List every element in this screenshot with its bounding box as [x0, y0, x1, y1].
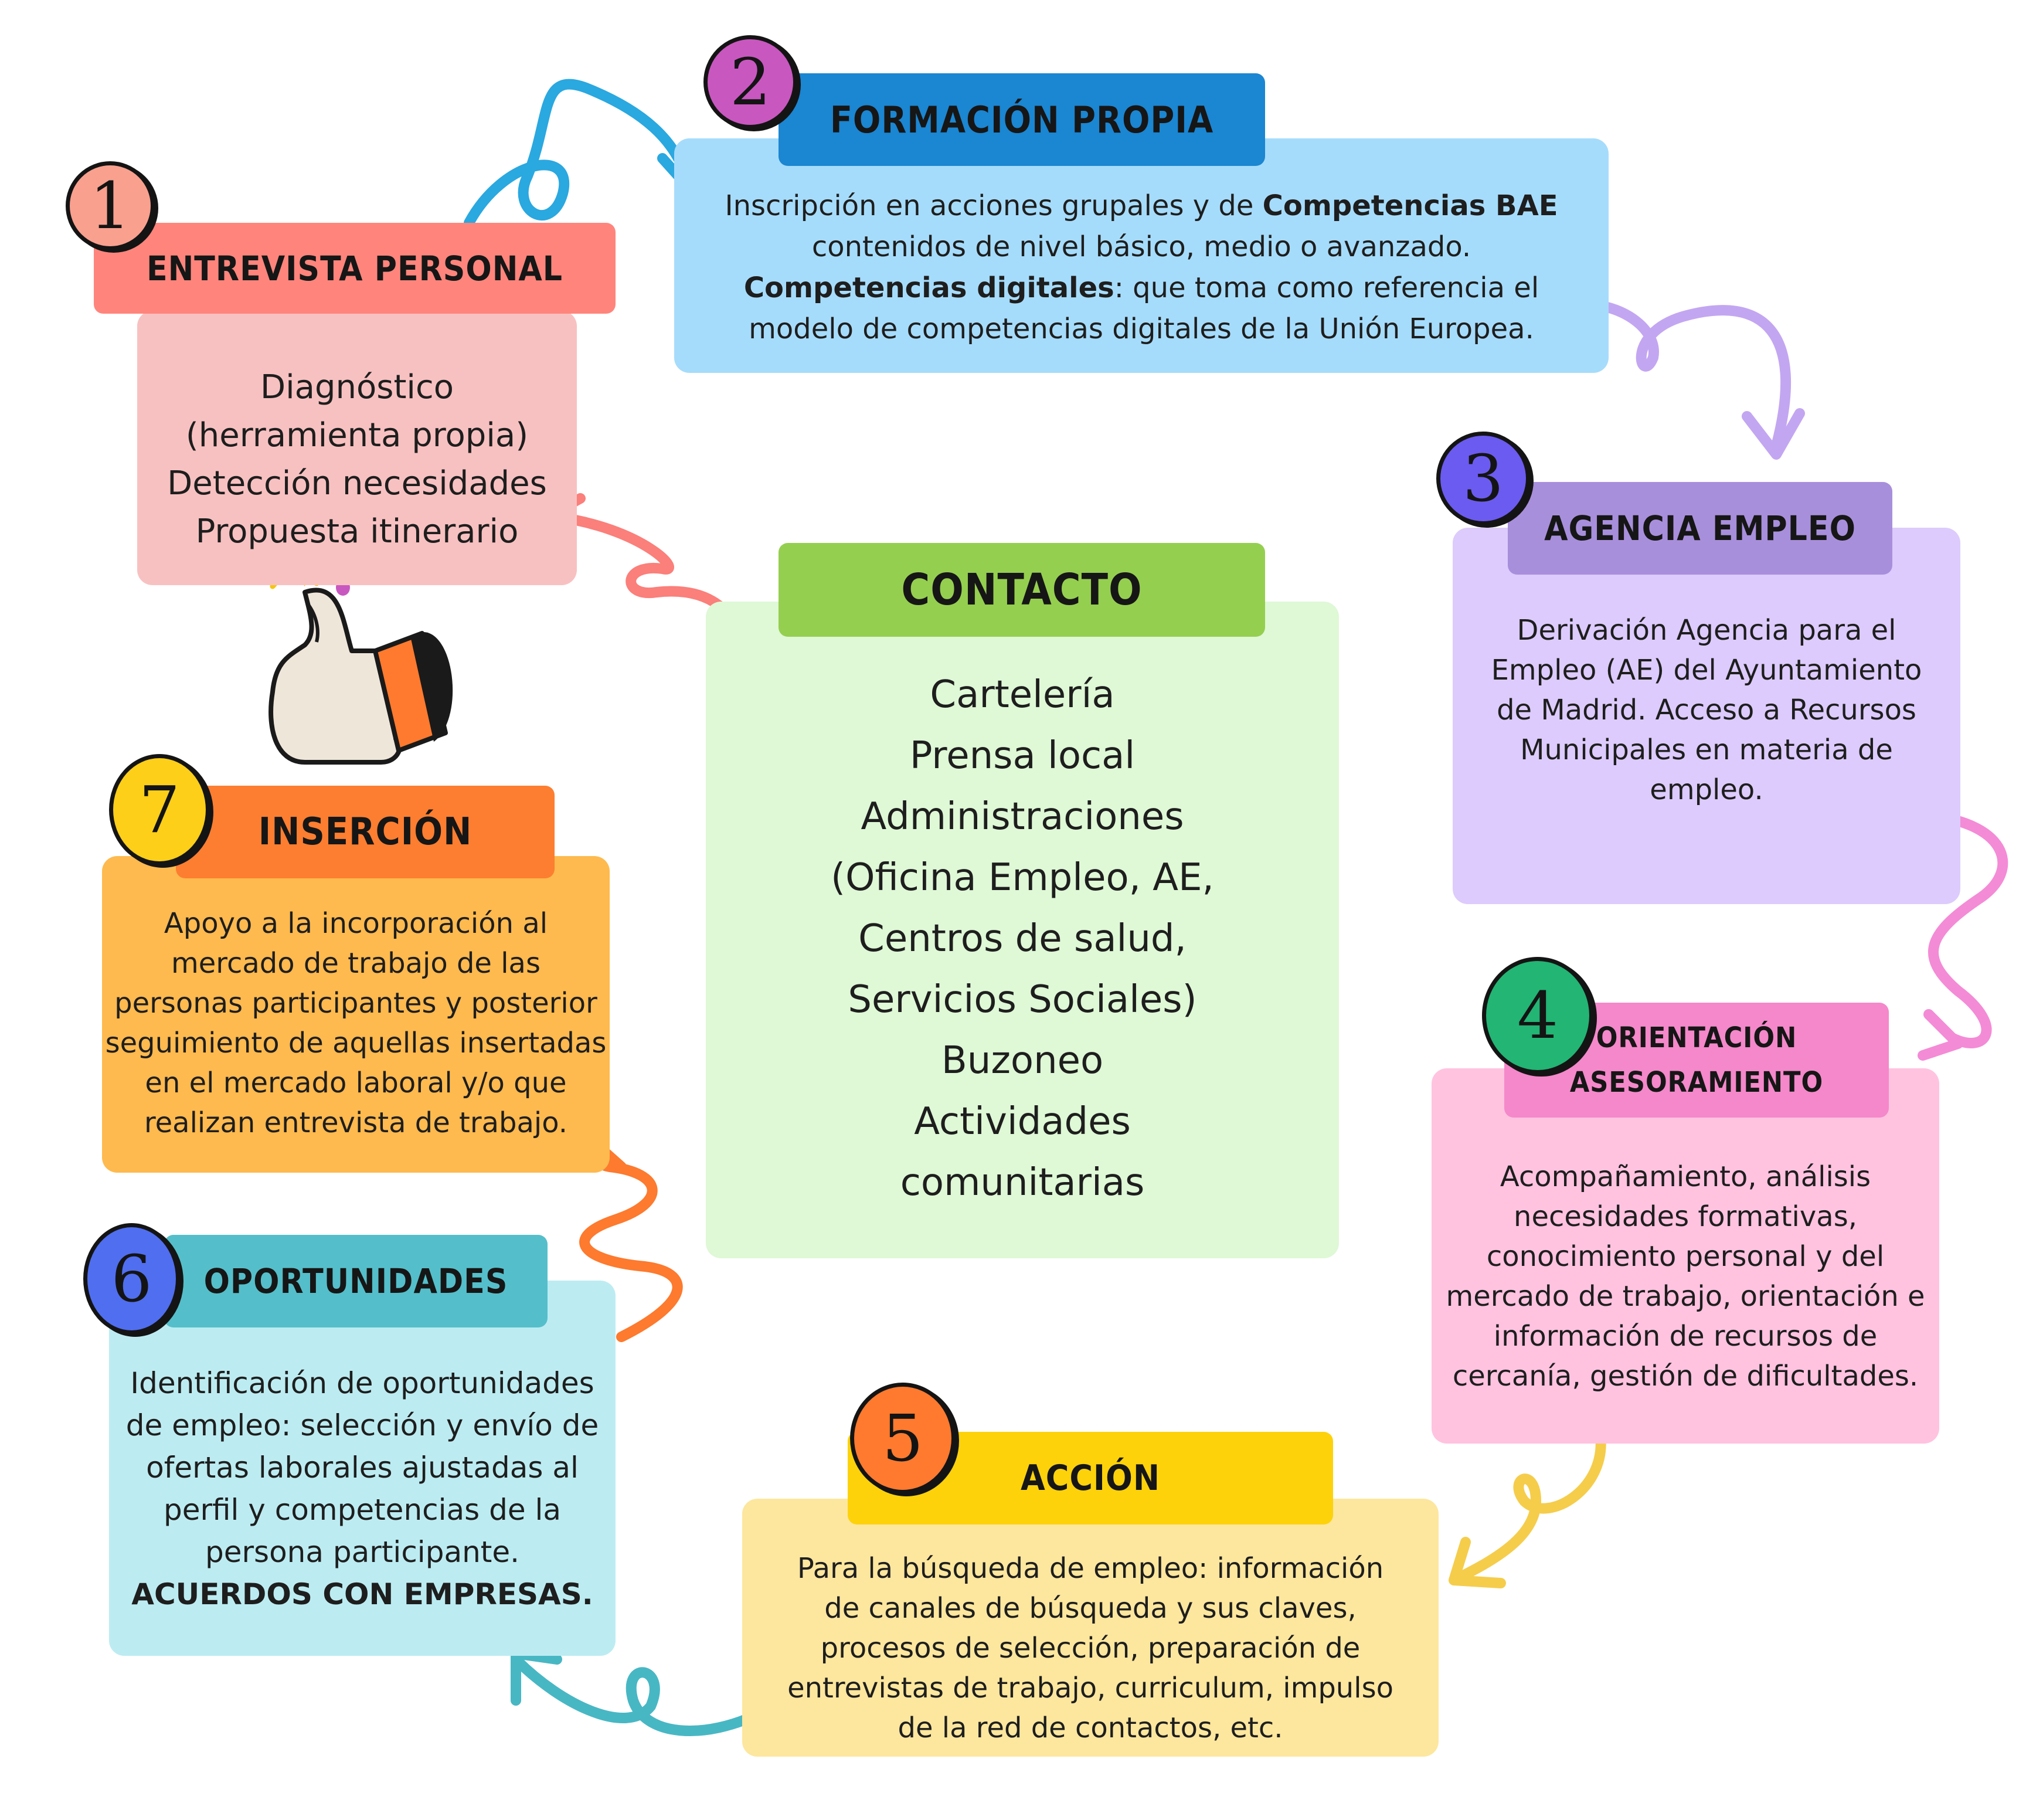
contact-body: Cartelería Prensa local Administraciones… [706, 602, 1339, 1258]
step-3-line: Derivación Agencia para el [1517, 614, 1896, 647]
step-1-line: Detección necesidades [167, 464, 547, 502]
step-7-line: mercado de trabajo de las [171, 947, 541, 980]
step-3-badge: 3 [1436, 432, 1530, 525]
step-4-badge: 4 [1482, 957, 1593, 1074]
step-1-line: Diagnóstico [260, 368, 454, 406]
curly-arrow-icon [579, 1138, 683, 1342]
step-2-line: contenidos de nivel básico, medio o avan… [811, 230, 1471, 263]
contact-line: Buzoneo [941, 1039, 1104, 1082]
step-1-title: ENTREVISTA PERSONAL [146, 248, 563, 288]
step-2-badge: 2 [703, 35, 797, 129]
contact-header: CONTACTO [779, 543, 1265, 637]
step-7-line: personas participantes y posterior [114, 987, 597, 1020]
step-3-line: empleo. [1650, 773, 1763, 806]
step-5-line: Para la búsqueda de empleo: información [797, 1552, 1384, 1585]
step-6-header: OPORTUNIDADES [164, 1235, 548, 1327]
step-3-body: Derivación Agencia para el Empleo (AE) d… [1453, 528, 1960, 904]
step-6-number: 6 [111, 1241, 152, 1316]
contact-line: Actividades [914, 1100, 1131, 1143]
step-1-number: 1 [90, 168, 131, 243]
contact-line: Servicios Sociales) [848, 978, 1197, 1021]
curly-arrow-icon [1454, 1431, 1606, 1583]
step-4-line: cercanía, gestión de dificultades. [1452, 1360, 1919, 1393]
step-4-line: conocimiento personal y del [1486, 1240, 1885, 1273]
contact-line: (Oficina Empleo, AE, [831, 856, 1214, 899]
curly-arrow-icon [511, 1654, 767, 1736]
step-3-line: Municipales en materia de [1520, 734, 1893, 766]
step-5-title: ACCIÓN [1020, 1458, 1161, 1499]
step-5-body: Para la búsqueda de empleo: información … [742, 1499, 1439, 1757]
curly-arrow-icon [464, 79, 691, 228]
step-7-line: en el mercado laboral y/o que [145, 1067, 567, 1099]
step-3-title: AGENCIA EMPLEO [1544, 508, 1856, 548]
step-6-line: ACUERDOS CON EMPRESAS. [131, 1577, 593, 1611]
contact-line: Centros de salud, [858, 917, 1187, 960]
step-3-line: Empleo (AE) del Ayuntamiento [1491, 654, 1922, 687]
contact-line: comunitarias [900, 1161, 1145, 1204]
step-2-body: Inscripción en acciones grupales y de Co… [674, 138, 1609, 373]
step-2-number: 2 [730, 45, 771, 120]
step-4-line: Acompañamiento, análisis [1500, 1160, 1871, 1193]
step-6-body: Identificación de oportunidades de emple… [109, 1281, 616, 1656]
step-7-line: Apoyo a la incorporación al [164, 907, 548, 940]
step-1-badge: 1 [66, 161, 155, 250]
step-4-line: mercado de trabajo, orientación e [1446, 1280, 1925, 1313]
contact-line: Cartelería [930, 673, 1115, 717]
step-2-header: FORMACIÓN PROPIA [779, 73, 1265, 166]
step-1-body: Diagnóstico (herramienta propia) Detecci… [137, 311, 577, 585]
step-6-title: OPORTUNIDADES [203, 1261, 508, 1301]
contact-line: Prensa local [909, 734, 1136, 777]
step-2-line: Competencias digitales: que toma como re… [743, 271, 1539, 304]
curly-arrow-icon [1918, 810, 2008, 1048]
step-2-line: modelo de competencias digitales de la U… [749, 313, 1534, 345]
step-5-line: de canales de búsqueda y sus claves, [824, 1592, 1357, 1625]
step-5-line: de la red de contactos, etc. [898, 1712, 1283, 1744]
step-2-title: FORMACIÓN PROPIA [830, 98, 1214, 141]
step-5-line: procesos de selección, preparación de [820, 1632, 1361, 1665]
step-5-line: entrevistas de trabajo, curriculum, impu… [787, 1672, 1393, 1704]
step-6-line: perfil y competencias de la [163, 1493, 562, 1527]
step-1-line: Propuesta itinerario [195, 512, 519, 551]
step-3-number: 3 [1463, 441, 1504, 516]
step-6-line: persona participante. [205, 1535, 520, 1569]
step-4-line: necesidades formativas, [1514, 1200, 1857, 1233]
step-7-line: seguimiento de aquellas insertadas [105, 1027, 607, 1060]
step-6-badge: 6 [83, 1223, 180, 1335]
step-7-body: Apoyo a la incorporación al mercado de t… [102, 856, 610, 1173]
step-5-badge: 5 [850, 1383, 956, 1494]
contact-line: Administraciones [861, 795, 1184, 838]
step-4-title-line: ASESORAMIENTO [1569, 1066, 1824, 1099]
curly-arrow-icon [1566, 298, 1792, 451]
step-7-number: 7 [139, 772, 180, 847]
step-1-line: (herramienta propia) [185, 416, 529, 454]
step-7-badge: 7 [109, 754, 210, 865]
step-6-line: Identificación de oportunidades [130, 1366, 594, 1400]
step-2-line: Inscripción en acciones grupales y de Co… [725, 189, 1558, 222]
step-4-title-line: ORIENTACIÓN [1596, 1021, 1797, 1054]
step-7-title: INSERCIÓN [258, 810, 472, 854]
step-6-line: ofertas laborales ajustadas al [146, 1451, 579, 1485]
thumbs-up-icon [268, 552, 453, 765]
step-4-number: 4 [1517, 978, 1558, 1053]
step-3-line: de Madrid. Acceso a Recursos [1497, 694, 1916, 726]
step-4-body: Acompañamiento, análisis necesidades for… [1432, 1068, 1939, 1444]
step-4-line: información de recursos de [1493, 1320, 1878, 1353]
step-3-header: AGENCIA EMPLEO [1508, 482, 1892, 575]
step-7-line: realizan entrevista de trabajo. [144, 1106, 568, 1139]
contact-title: CONTACTO [901, 565, 1143, 615]
step-6-line: de empleo: selección y envío de [125, 1408, 599, 1442]
step-5-number: 5 [882, 1401, 923, 1476]
step-1-header: ENTREVISTA PERSONAL [94, 223, 616, 314]
step-7-header: INSERCIÓN [176, 786, 555, 878]
